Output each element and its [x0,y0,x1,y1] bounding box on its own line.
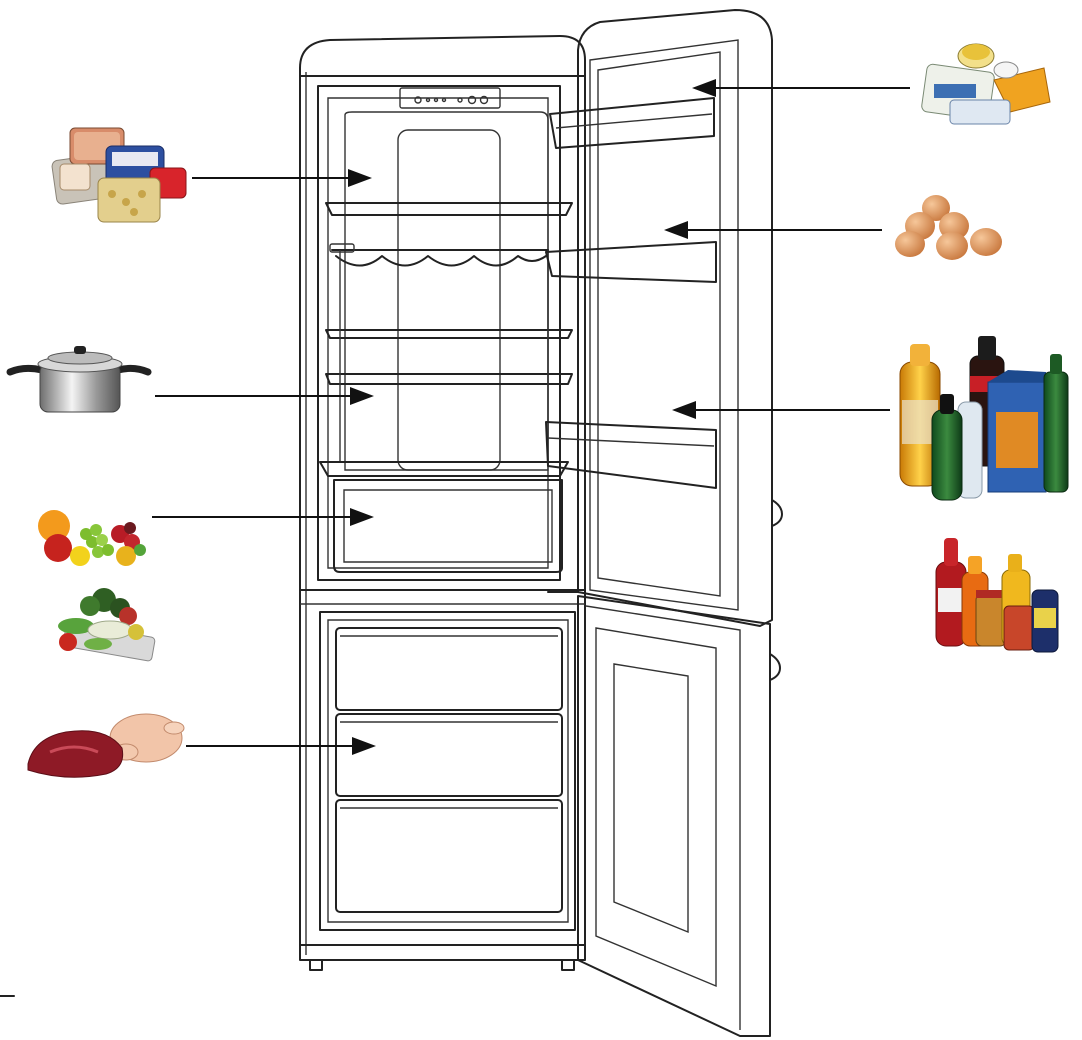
arrow-drinks-to-door-bottom [672,401,890,419]
control-panel [399,87,501,109]
freezer-drawer-top [335,627,563,711]
cooking-pot-icon [6,346,152,413]
arrow-pot-to-middle-shelf [155,387,374,405]
refrigerator-body [299,35,586,971]
crisper-drawer [333,479,563,573]
vegetables-icon [58,588,156,662]
door-bin-top [549,97,715,149]
packaged-deli-food-icon [51,127,187,223]
arrow-deli-to-top-shelf [192,169,372,187]
fridge-shelf-middle [325,329,573,339]
arrow-meat-to-freezer [186,737,376,755]
freezer-drawer-bottom [335,799,563,913]
freezer-drawer-middle [335,713,563,797]
fridge-shelf-lower [325,373,573,385]
arrow-dairy-to-door-top [692,79,910,97]
arrow-fruit-to-crisper [152,508,374,526]
sauces-jars-icon [935,538,1059,653]
raw-meat-poultry-icon [27,713,185,778]
arrow-eggs-to-door-middle [664,221,882,239]
door-bin-bottom [545,421,717,489]
fruit-icon [38,510,146,566]
refrigerator-upper-door [545,9,783,627]
fridge-shelf-top [325,202,573,216]
door-bin-middle [545,241,717,283]
eggs-icon [895,195,1002,260]
bottled-drinks-icon [899,336,1069,501]
bottle-rack [329,243,549,267]
refrigerator-lower-door [577,595,781,1037]
butter-cheese-icon [921,43,1051,125]
